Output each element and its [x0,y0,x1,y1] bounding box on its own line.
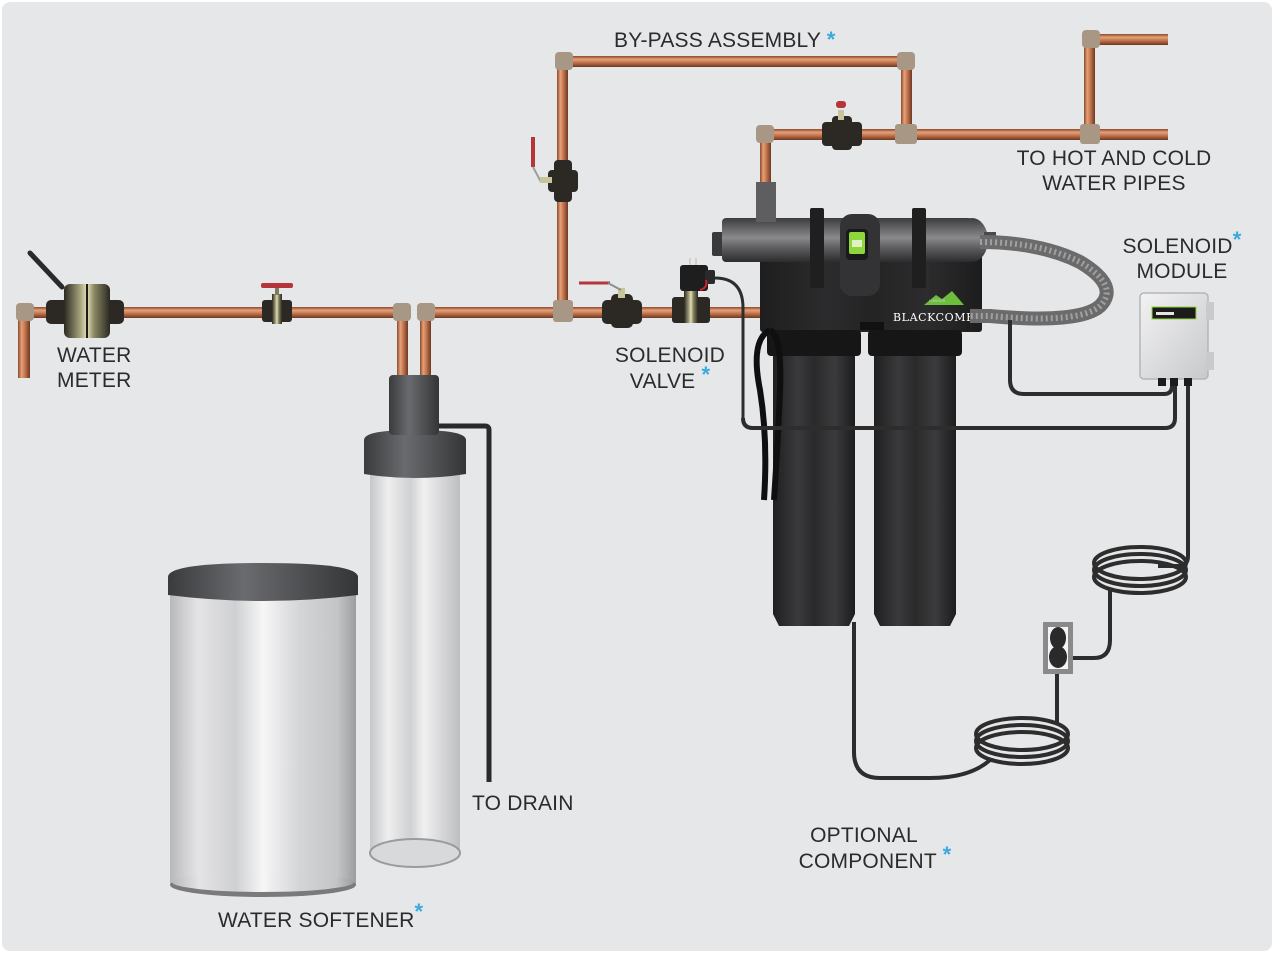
elbow-fitting [897,52,915,70]
filter-cap [767,330,861,356]
power-cables [741,320,1190,780]
water-meter-icon [27,250,124,338]
uv-outlet-pipe [760,135,771,205]
brand-name: BLACKCOMB [893,311,975,324]
resin-tank [370,470,460,850]
label-solenoid-valve: SOLENOID VALVE * [614,344,726,393]
ball-valve-icon [531,137,578,202]
brand-logo-icon [924,291,964,305]
valve-head [389,375,439,435]
elbow-fitting [393,303,411,321]
solenoid-valve-icon [672,258,715,323]
outlet-icon [1043,622,1073,674]
asterisk-icon: * [701,362,711,387]
solenoid-valve-cable [714,276,745,418]
elbow-fitting [756,125,774,143]
label-to-drain: TO DRAIN [472,792,574,815]
tee-fitting [1080,124,1100,144]
inlet-pipe [18,312,30,378]
elbow-fitting [16,303,34,321]
label-bypass-assembly: BY-PASS ASSEMBLY * [614,27,836,52]
tee-fitting [553,300,573,322]
asterisk-icon: * [1232,227,1242,252]
filter-wrench-icon [753,327,784,501]
uv-system-icon [712,182,996,332]
asterisk-icon: * [414,899,424,924]
main-supply-pipe [24,307,404,318]
label-water-meter: WATER METER [57,344,132,392]
label-hot-cold-pipes: TO HOT AND COLD WATER PIPES [1016,147,1212,195]
drain-line [439,423,492,782]
water-softener-icon [168,375,466,897]
tee-fitting [895,124,917,144]
control-box-icon [1139,292,1214,386]
house-branch-pipe [1084,38,1095,134]
label-optional-component: OPTIONAL COMPONENT * [798,824,952,873]
ball-valve-icon [579,281,642,328]
filter-housing-left [773,356,855,626]
elbow-fitting [555,52,573,70]
pipe-fittings [16,30,1100,322]
bypass-right-pipe [901,58,912,136]
elbow-fitting [1082,30,1100,48]
uv-supply-pipe [422,307,770,318]
brine-tank [170,585,356,885]
asterisk-icon: * [942,842,952,867]
label-water-softener: WATER SOFTENER* [218,899,424,932]
house-branch-top-pipe [1088,34,1168,45]
bypass-top-pipe [560,56,910,67]
filter-housing-right [874,356,956,626]
brand-maker: LUMINOR [929,299,946,303]
ball-valve-icon [822,101,862,150]
house-supply-pipe [762,129,1168,140]
filter-housings [767,330,962,626]
braided-hose [970,235,1114,326]
elbow-fitting [417,303,435,321]
asterisk-icon: * [826,27,836,52]
softener-inlet-pipe [397,310,408,380]
control-head [364,430,466,478]
brine-tank-lid [168,563,358,601]
gate-valve-icon [261,283,293,324]
softener-outlet-pipe [420,310,431,380]
label-solenoid-module: SOLENOID* MODULE [1122,227,1242,283]
filter-cap [868,330,962,356]
